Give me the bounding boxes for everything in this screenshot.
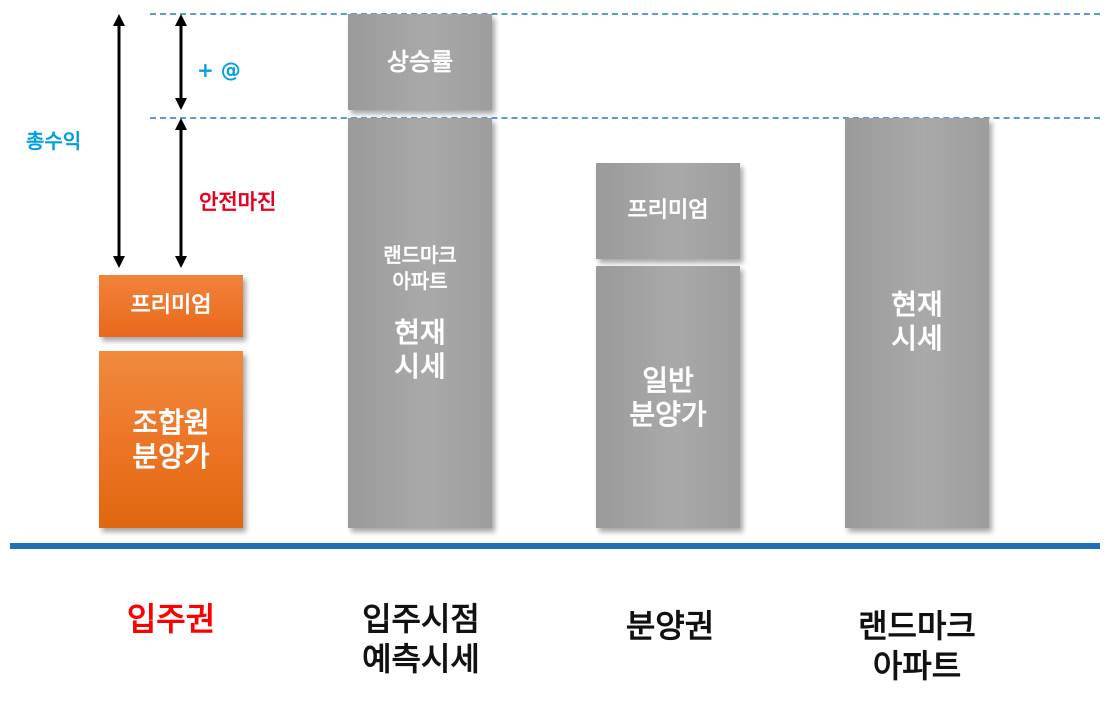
col2-growth-rate-text: 상승률	[386, 48, 454, 76]
increment-label: + @	[197, 58, 241, 82]
category-col2-line1: 입주시점	[362, 600, 480, 638]
category-label-col2: 입주시점 예측시세	[336, 599, 506, 679]
category-label-col1: 입주권	[96, 599, 246, 639]
col1-member-price-line1: 조합원	[132, 405, 210, 439]
category-col2-line2: 예측시세	[362, 640, 480, 678]
col4-current-price-box: 현재 시세	[845, 118, 989, 528]
col2-landmark-line2: 아파트	[392, 269, 448, 293]
col2-growth-rate-box: 상승률	[348, 14, 492, 110]
col3-premium-text: 프리미엄	[627, 198, 709, 223]
col1-premium-box: 프리미엄	[99, 275, 243, 337]
category-label-col3: 분양권	[590, 606, 750, 646]
col3-general-line1: 일반	[642, 364, 694, 397]
col3-premium-box: 프리미엄	[596, 163, 740, 259]
middle-dashed-line	[150, 117, 1100, 119]
category-col3-line1: 분양권	[625, 607, 715, 645]
col4-current-line1: 현재	[891, 288, 943, 321]
category-label-col4: 랜드마크 아파트	[832, 606, 1002, 686]
col1-member-price-line2: 분양가	[132, 439, 210, 473]
category-col4-line2: 아파트	[872, 647, 962, 685]
total-profit-label: 총수익	[26, 129, 82, 153]
category-col4-line1: 랜드마크	[858, 607, 976, 645]
safety-margin-label: 안전마진	[199, 190, 277, 214]
col2-current-line2: 시세	[394, 350, 446, 383]
baseline-bar	[10, 543, 1100, 549]
col2-current-price-box: 랜드마크 아파트 현재 시세	[348, 118, 492, 528]
category-col1-line1: 입주권	[126, 600, 216, 638]
col3-general-price-box: 일반 분양가	[596, 266, 740, 528]
upper-dashed-line	[150, 13, 1100, 15]
col1-member-price-box: 조합원 분양가	[99, 351, 243, 528]
col3-general-line2: 분양가	[629, 398, 707, 431]
col2-current-line1: 현재	[394, 316, 446, 349]
col2-landmark-line1: 랜드마크	[383, 243, 457, 267]
col4-current-line2: 시세	[891, 322, 943, 355]
col1-premium-text: 프리미엄	[130, 293, 212, 318]
